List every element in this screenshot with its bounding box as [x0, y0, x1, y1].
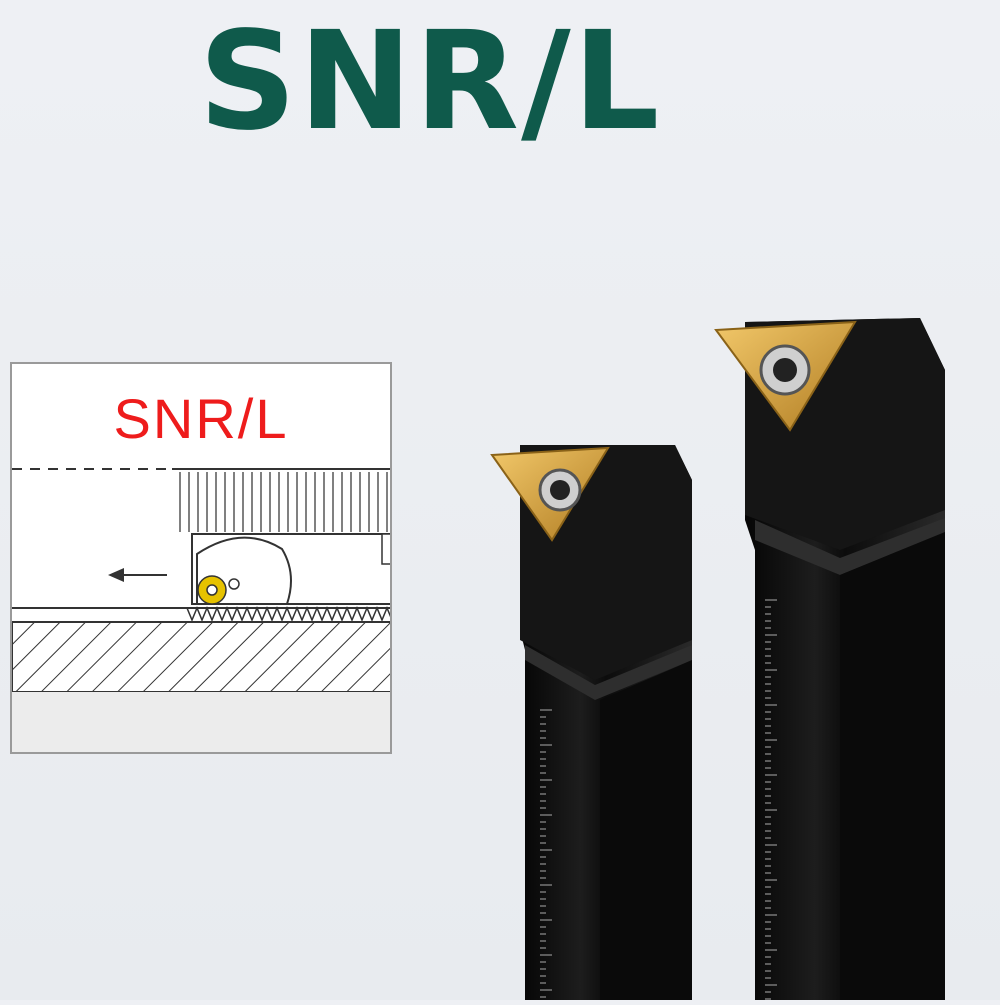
scale-markings: [540, 709, 552, 998]
boring-bar-small: [490, 445, 692, 1000]
insert-large: [714, 320, 857, 432]
schematic-drawing: [12, 468, 390, 752]
boring-bar-large: [714, 318, 945, 1000]
scale-markings: [765, 599, 777, 1000]
insert-small: [490, 446, 610, 542]
insert-symbol: [197, 575, 240, 605]
tool-photo: [480, 300, 1000, 1000]
diagram-label: SNR/L: [113, 387, 289, 450]
thread-fins: [179, 472, 388, 532]
schematic-diagram: SNR/L: [10, 362, 392, 754]
thread-teeth: [186, 606, 390, 622]
product-title: SNR/L: [198, 3, 662, 161]
workpiece: [12, 621, 390, 693]
feed-arrow-icon: [108, 568, 167, 582]
